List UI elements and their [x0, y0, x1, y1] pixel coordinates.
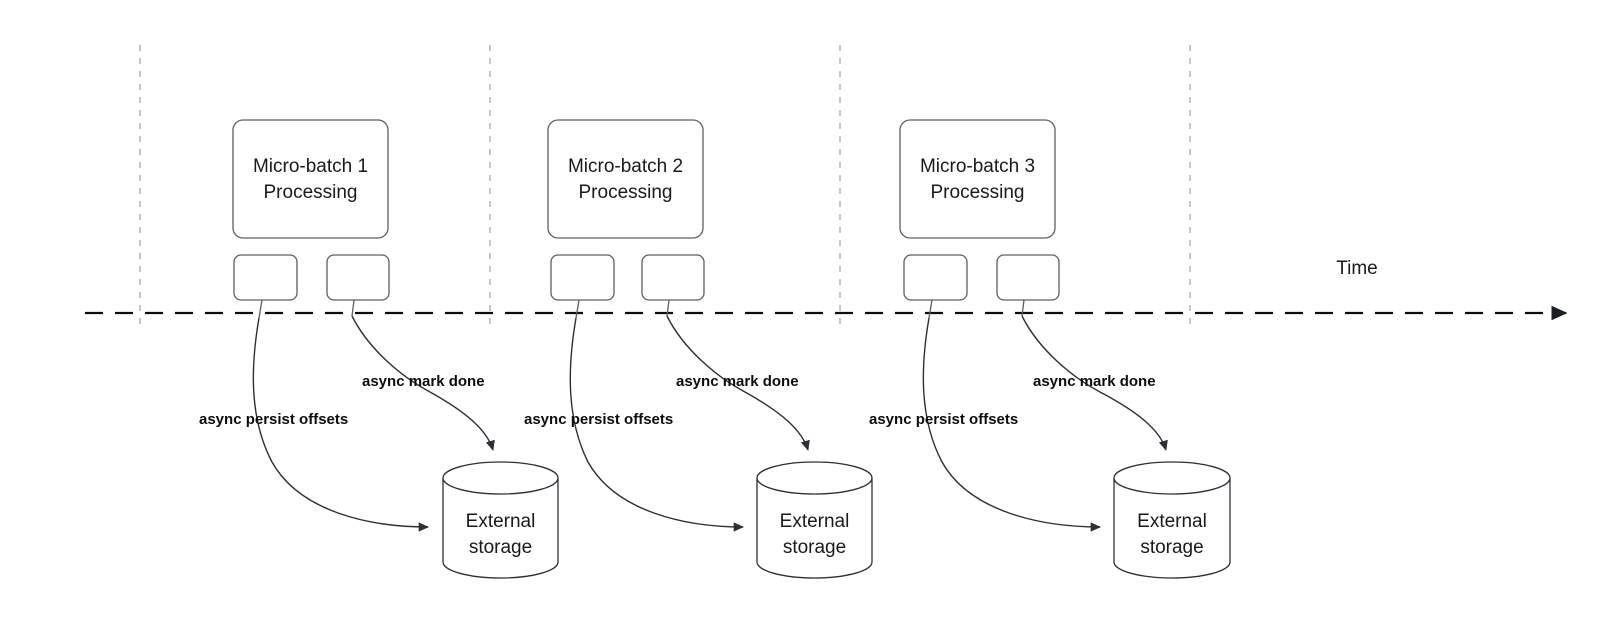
persist-offsets-label-1: async persist offsets [199, 411, 348, 428]
task-1a-stub [258, 299, 263, 319]
mark-done-arrow-3 [1021, 315, 1168, 451]
task-box-1a[interactable] [233, 254, 298, 301]
group-2: Micro-batch 2 Processing async persist o… [524, 119, 873, 579]
external-storage-2-label-line1: External [780, 511, 850, 532]
micro-batch-2-label-line1: Micro-batch 2 [568, 156, 683, 177]
persist-offsets-label-3: async persist offsets [869, 411, 1018, 428]
time-axis-label: Time [1336, 258, 1378, 279]
external-storage-3-top [1113, 461, 1231, 495]
mark-done-arrow-1 [351, 315, 495, 451]
task-3b-stub [1021, 299, 1025, 317]
task-1b-stub [351, 299, 355, 317]
tick-lines [139, 45, 1191, 330]
task-box-3a[interactable] [903, 254, 968, 301]
group-1: Micro-batch 1 Processing async persist o… [199, 119, 559, 579]
mark-done-label-3: async mark done [1033, 373, 1156, 390]
micro-batch-3-box[interactable] [899, 119, 1056, 239]
persist-offsets-arrow-2 [569, 317, 744, 532]
external-storage-2-label-line2: storage [783, 537, 846, 558]
task-box-2b[interactable] [641, 254, 705, 301]
mark-done-label-2: async mark done [676, 373, 799, 390]
persist-offsets-label-2: async persist offsets [524, 411, 673, 428]
task-box-1b[interactable] [326, 254, 390, 301]
persist-offsets-arrow-3 [922, 317, 1101, 532]
external-storage-2-top [756, 461, 873, 495]
task-2b-stub [666, 299, 670, 317]
micro-batch-3-label-line2: Processing [931, 182, 1025, 203]
task-3a-stub [928, 299, 933, 319]
micro-batch-3-label-line1: Micro-batch 3 [920, 156, 1035, 177]
micro-batch-1-box[interactable] [232, 119, 389, 239]
external-storage-1-top [442, 461, 559, 495]
micro-batch-1-label-line1: Micro-batch 1 [253, 156, 368, 177]
micro-batch-2-label-line2: Processing [579, 182, 673, 203]
external-storage-1-body[interactable] [442, 478, 559, 579]
external-storage-1-label-line2: storage [469, 537, 532, 558]
external-storage-2-body[interactable] [756, 478, 873, 579]
task-2a-stub [575, 299, 580, 319]
timeline-axis: Time [85, 258, 1568, 321]
external-storage-3-label-line2: storage [1140, 537, 1203, 558]
micro-batch-2-box[interactable] [547, 119, 704, 239]
task-box-3b[interactable] [996, 254, 1060, 301]
external-storage-3-label-line1: External [1137, 511, 1207, 532]
mark-done-arrow-2 [666, 315, 810, 451]
task-box-2a[interactable] [550, 254, 615, 301]
persist-offsets-arrow-1 [252, 317, 429, 532]
group-3: Micro-batch 3 Processing async persist o… [869, 119, 1231, 579]
external-storage-1-label-line1: External [466, 511, 536, 532]
micro-batch-1-label-line2: Processing [264, 182, 358, 203]
external-storage-3-body[interactable] [1113, 478, 1231, 579]
mark-done-label-1: async mark done [362, 373, 485, 390]
